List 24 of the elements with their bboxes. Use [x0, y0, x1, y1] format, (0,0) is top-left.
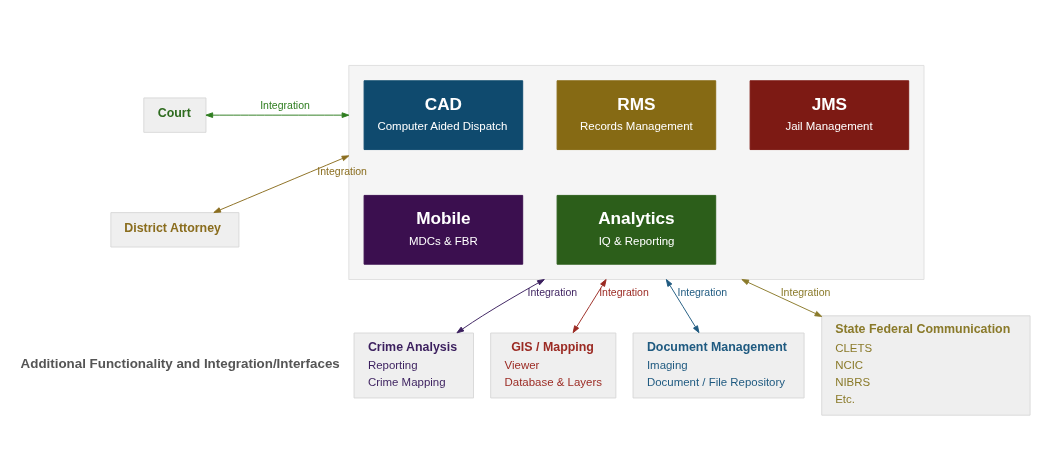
arrow: [665, 279, 700, 334]
node-box: District Attorney: [110, 212, 240, 248]
edge-label: Integration: [260, 99, 310, 112]
node-box: Court: [143, 97, 207, 133]
node-box: Crime Analysis Reporting Crime Mapping: [353, 332, 474, 399]
arrow: [456, 279, 545, 334]
arrow: [572, 279, 607, 334]
node-box: GIS / Mapping Viewer Database & Layers: [490, 332, 617, 399]
label: Additional Functionality and Integration/Interfaces: [20, 356, 340, 372]
edge-label: Integration: [780, 285, 831, 298]
node-box: Analytics IQ & Reporting: [556, 194, 717, 265]
edge-label: Integration: [527, 285, 578, 298]
edge-label: Integration: [317, 165, 367, 178]
node-box: RMS Records Management: [556, 80, 717, 151]
node-box: Document Management Imaging Document / File Repository: [632, 332, 805, 399]
arrow: [741, 279, 823, 317]
edge-label: Integration: [599, 285, 649, 298]
node-box: JMS Jail Management: [749, 80, 910, 151]
arrow: [205, 112, 350, 118]
node-box: Mobile MDCs & FBR: [363, 194, 524, 265]
node-box: State Federal Communication CLETS NCIC NIBRS Etc.: [821, 315, 1031, 416]
node-box: CAD Computer Aided Dispatch: [363, 80, 524, 151]
edge-label: Integration: [677, 285, 728, 298]
arrow: [213, 155, 350, 213]
